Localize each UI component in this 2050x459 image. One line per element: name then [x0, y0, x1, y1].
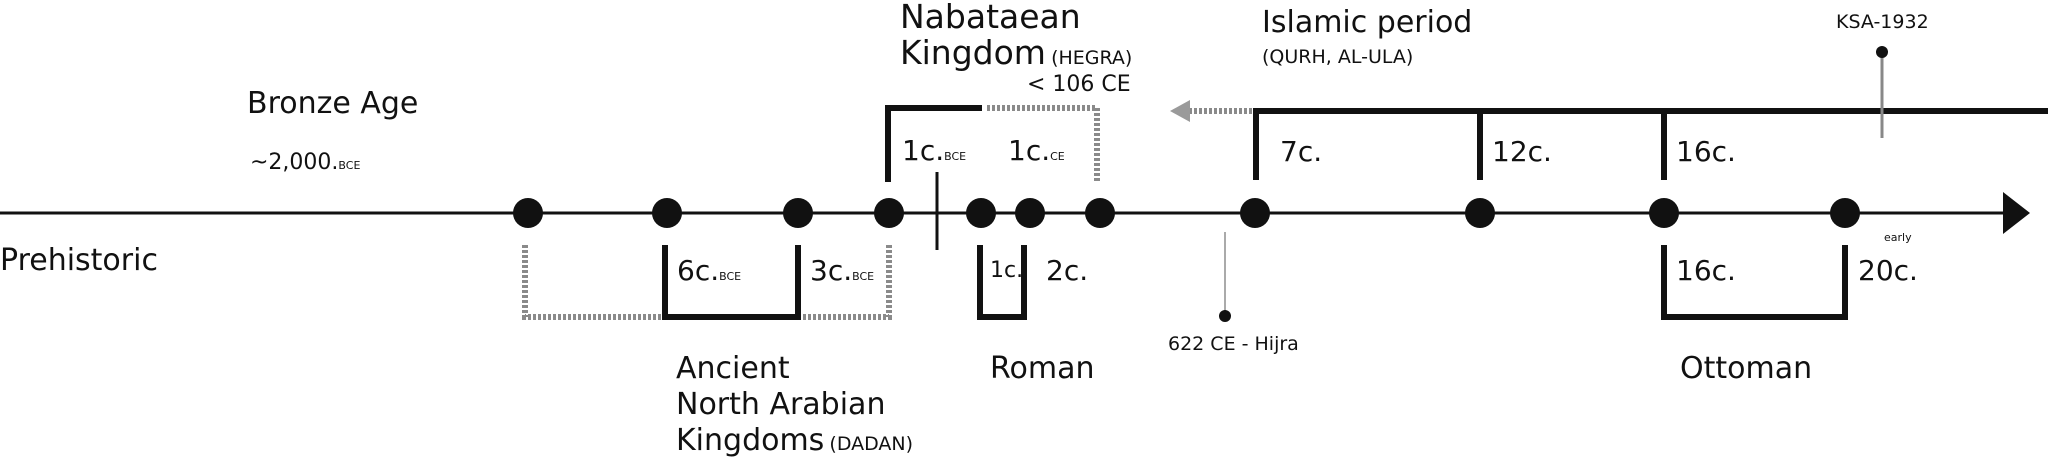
ottoman-label: Ottoman	[1680, 351, 1812, 386]
roman-bracket	[977, 245, 1027, 320]
hijra-pin-head	[1219, 310, 1231, 322]
timeline-dot	[513, 198, 543, 228]
ksa-label: KSA-1932	[1836, 11, 1929, 33]
marker-6c-bce: 6c.BCE	[677, 254, 741, 287]
prehistoric-dotted-bracket	[522, 245, 664, 320]
ancient-kingdoms-line1: Ancient	[676, 351, 790, 386]
ancient-dotted-bracket	[803, 245, 892, 320]
marker-1c-ce: 1c.CE	[1008, 134, 1065, 167]
ancient-kingdoms-bracket	[662, 245, 801, 320]
marker-2c-roman: 2c.	[1046, 254, 1088, 287]
marker-7c: 7c.	[1280, 135, 1322, 168]
bronze-age-label: Bronze Age	[247, 86, 418, 121]
marker-3c-bce: 3c.BCE	[810, 254, 874, 287]
ancient-kingdoms-line3: Kingdoms (DADAN)	[676, 423, 913, 458]
timeline-dot	[783, 198, 813, 228]
marker-12c: 12c.	[1492, 135, 1552, 168]
ottoman-bracket	[1661, 245, 1848, 320]
timeline-arrowhead	[2003, 192, 2030, 234]
marker-16c-bottom: 16c.	[1676, 254, 1736, 287]
marker-early: early	[1884, 231, 1912, 244]
timeline-dot	[966, 198, 996, 228]
marker-1c-roman: 1c.	[990, 258, 1023, 283]
nabataean-ce-dotted-bracket	[987, 105, 1100, 182]
timeline-dot	[652, 198, 682, 228]
marker-16c-top: 16c.	[1676, 135, 1736, 168]
marker-1c-bce: 1c.BCE	[902, 134, 966, 167]
marker-20c: 20c.	[1858, 254, 1918, 287]
hijra-label: 622 CE - Hijra	[1168, 333, 1299, 355]
bronze-age-date: ~2,000.BCE	[250, 150, 360, 175]
timeline-dot	[874, 198, 904, 228]
nabataean-date: < 106 CE	[1027, 72, 1131, 97]
islamic-period-sites: (QURH, AL-ULA)	[1262, 46, 1413, 68]
ksa-pin-head	[1876, 46, 1888, 58]
timeline-dot	[1649, 198, 1679, 228]
timeline-dot	[1240, 198, 1270, 228]
nabataean-bce-bracket	[885, 105, 982, 182]
islamic-period-title: Islamic period	[1262, 5, 1472, 40]
roman-label: Roman	[990, 351, 1094, 386]
nabataean-kingdom: Kingdom (HEGRA)	[900, 33, 1132, 72]
prehistoric-label: Prehistoric	[0, 243, 158, 278]
islamic-period-bar	[1253, 108, 2048, 180]
islamic-dotted-arrowhead	[1170, 100, 1190, 122]
timeline-dot	[1465, 198, 1495, 228]
timeline-dot	[1085, 198, 1115, 228]
ancient-kingdoms-line2: North Arabian	[676, 387, 885, 422]
timeline-dot	[1015, 198, 1045, 228]
nabataean-title: Nabataean	[900, 0, 1081, 36]
timeline-dot	[1830, 198, 1860, 228]
